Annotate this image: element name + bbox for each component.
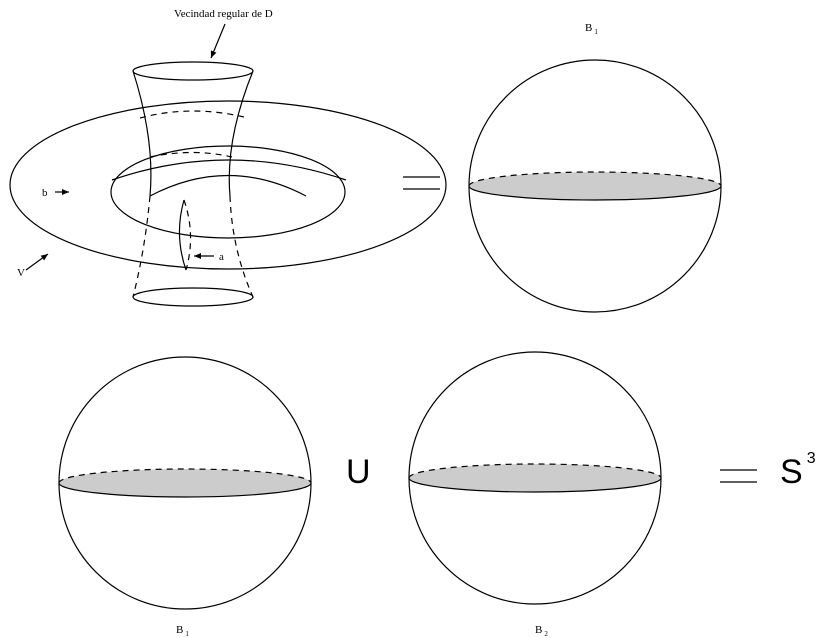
neighbourhood-bottom-ellipse	[132, 287, 254, 307]
torus-outer-outline	[9, 100, 447, 270]
arrow-v	[25, 253, 49, 271]
neighbourhood-left-side-solid	[132, 70, 152, 197]
equals-sign-top	[403, 176, 440, 190]
equals-sign-bottom	[720, 469, 757, 483]
label-b: b	[42, 187, 48, 199]
ball-b1-bottom-equator-front	[58, 482, 312, 498]
ball-b1-top-equator-front	[468, 185, 722, 201]
solid-torus-figure: Vecindad regular de D b a V	[9, 8, 447, 307]
label-vecindad: Vecindad regular de D	[174, 8, 273, 20]
ball-b1-bottom-equator-back	[58, 468, 312, 484]
torus-hole-upper-curve	[149, 174, 307, 197]
meridian-a-back	[183, 199, 192, 271]
neighbourhood-right-side-dashed	[229, 195, 254, 298]
arrow-vecindad	[210, 23, 226, 59]
torus-inner-outline	[110, 145, 346, 239]
ball-b1-top-equator-back	[468, 171, 722, 187]
torus-hole-lower-curve	[111, 159, 347, 181]
union-symbol: U	[346, 453, 371, 491]
label-a: a	[219, 251, 224, 263]
ball-b2-bottom-equator-back	[408, 463, 662, 479]
ball-b2-bottom-disk	[409, 464, 661, 492]
ball-b1-bottom-disk	[59, 469, 311, 497]
ball-b2-bottom-equator-front	[408, 477, 662, 493]
neighbourhood-top-ellipse	[132, 61, 254, 81]
neighbourhood-hidden-back-mid	[149, 151, 233, 158]
neighbourhood-right-side-solid	[228, 70, 254, 197]
ball-b1-top-disk	[469, 172, 721, 200]
meridian-a-front	[178, 199, 187, 271]
label-v: V	[17, 267, 25, 279]
neighbourhood-left-side-dashed	[132, 195, 151, 298]
neighbourhood-hidden-back-top	[139, 110, 249, 119]
